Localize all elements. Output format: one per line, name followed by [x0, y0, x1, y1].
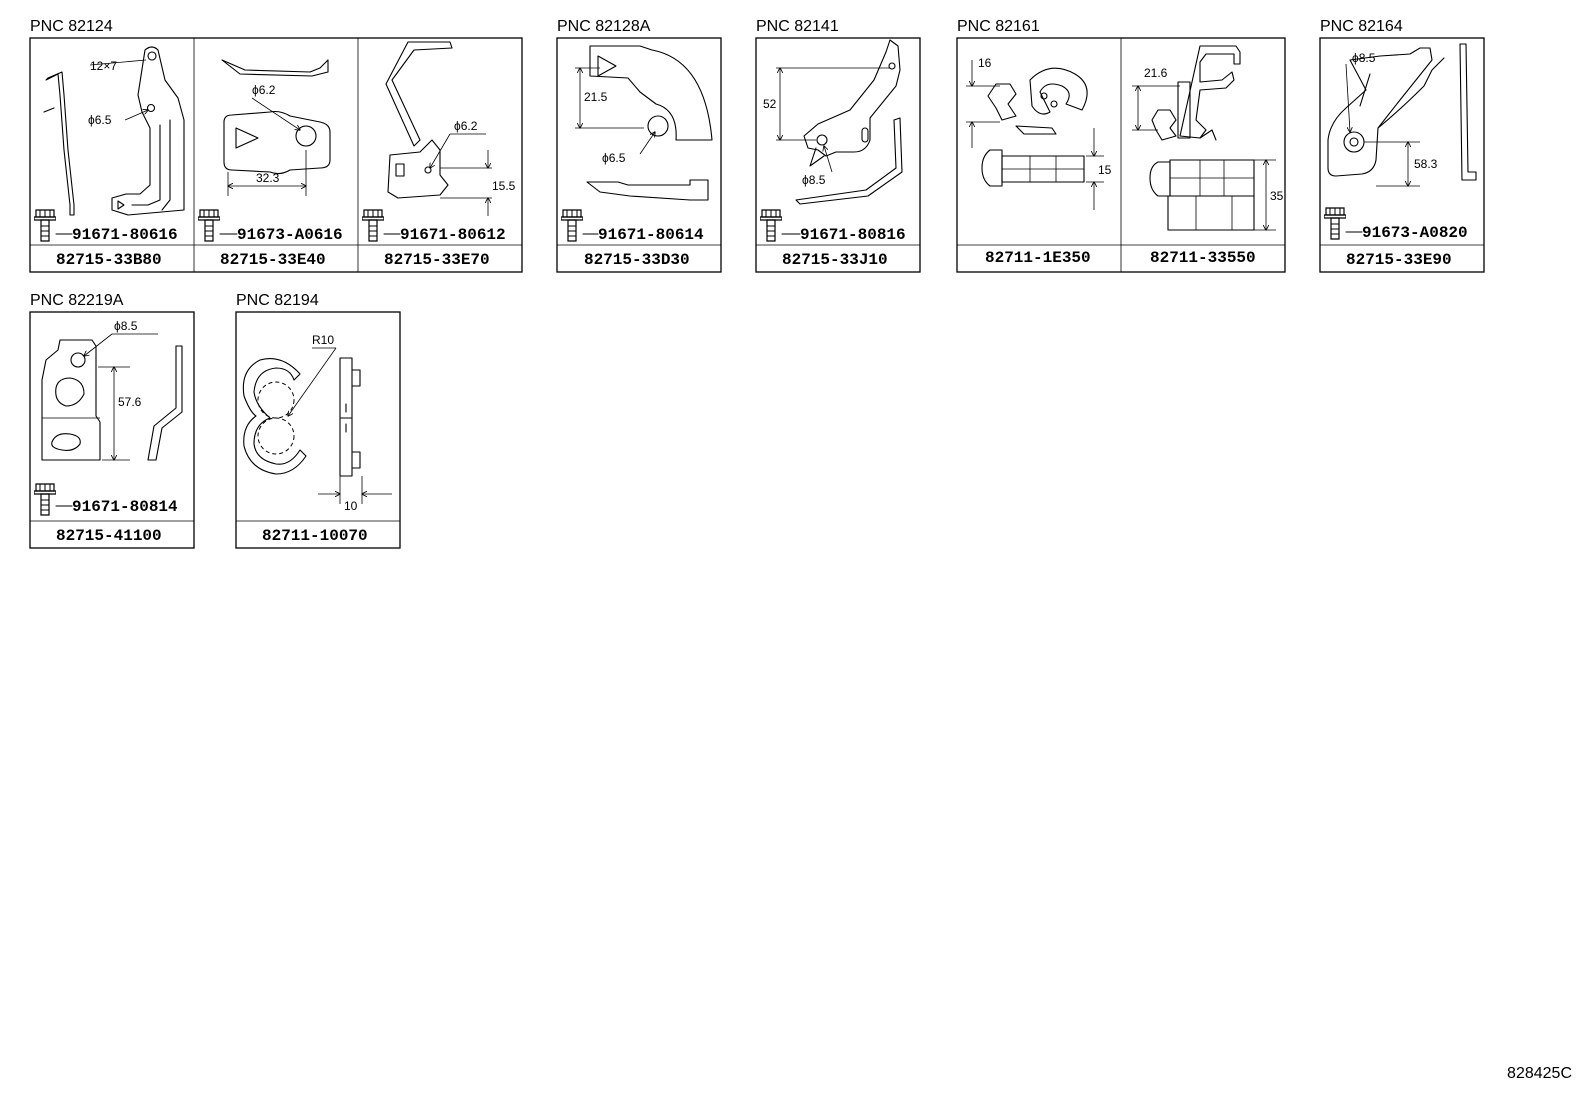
bolt-icon [362, 209, 384, 242]
dim-label: R10 [312, 333, 334, 347]
group-frame [1319, 37, 1485, 273]
dim-label: ϕ8.5 [1352, 51, 1376, 65]
bracket-drawing [575, 45, 713, 201]
clamp-drawing [242, 357, 392, 504]
dim-leader [430, 133, 451, 168]
pnc-label: PNC 82219A [30, 292, 124, 309]
dim-label: 16 [978, 56, 992, 70]
group-frame [755, 37, 921, 273]
dim-label: ϕ6.5 [88, 113, 112, 127]
bolt-part-number: 91671-80816 [800, 226, 906, 244]
dim-leader [84, 333, 113, 356]
group-82124: PNC 82124 12×7 ϕ6.5 91671-80616 82715-33… [29, 18, 523, 273]
dim-label: 12×7 [90, 59, 117, 73]
pnc-label: PNC 82141 [756, 18, 839, 35]
bolt-part-number: 91671-80612 [400, 226, 506, 244]
pnc-label: PNC 82128A [557, 18, 651, 35]
bolt-part-number: 91671-80616 [72, 226, 178, 244]
bolt-icon [198, 209, 220, 242]
bracket-drawing [385, 41, 492, 216]
part-number: 82715-33E40 [220, 251, 326, 269]
dim-label: 32.3 [256, 171, 280, 185]
dim-leader [89, 59, 147, 66]
bolt-part-number: 91673-A0820 [1362, 224, 1468, 242]
pnc-label: PNC 82124 [30, 18, 113, 35]
dim-leader [124, 110, 148, 121]
dim-label: ϕ6.2 [252, 83, 276, 97]
part-number: 82711-33550 [1150, 249, 1256, 267]
pnc-label: PNC 82161 [957, 18, 1040, 35]
pnc-label: PNC 82194 [236, 292, 319, 309]
bolt-part-number: 91671-80814 [72, 498, 178, 516]
dim-label: 57.6 [118, 395, 142, 409]
bracket-drawing [776, 39, 903, 205]
dim-label: 58.3 [1414, 157, 1438, 171]
part-number: 82715-33B80 [56, 251, 162, 269]
part-number: 82715-33J10 [782, 251, 888, 269]
dim-leader [1345, 63, 1350, 132]
part-number: 82715-33E70 [384, 251, 490, 269]
bracket-drawing [221, 59, 331, 196]
group-82194: PNC 82194 R10 10 82711-10070 [235, 292, 401, 549]
group-82141: PNC 82141 52 ϕ8.5 91671-80816 82715-33J1… [755, 18, 921, 273]
part-number: 82715-33E90 [1346, 251, 1452, 269]
group-frame [29, 37, 523, 273]
part-number: 82711-1E350 [985, 249, 1091, 267]
dim-label: 15.5 [492, 179, 516, 193]
group-82161: PNC 82161 16 15 82711-1E350 [956, 18, 1286, 273]
dim-label: 52 [763, 97, 777, 111]
dim-label: 15 [1098, 163, 1112, 177]
dim-leader [251, 97, 300, 130]
bracket-drawing [43, 46, 185, 216]
diagram-code: 828425C [1507, 1065, 1572, 1082]
dim-leader [639, 132, 655, 155]
group-82219a: PNC 82219A ϕ8.5 57.6 91671-80814 82715-4… [29, 292, 195, 549]
dim-label: ϕ6.2 [454, 119, 478, 133]
bracket-drawing [41, 339, 183, 460]
dim-label: ϕ8.5 [114, 319, 138, 333]
part-number: 82715-41100 [56, 527, 162, 545]
bracket-drawing [1327, 43, 1477, 186]
bolt-icon [34, 209, 56, 242]
bolt-icon [561, 209, 583, 242]
dim-label: 21.5 [584, 90, 608, 104]
bolt-part-number: 91673-A0616 [237, 226, 343, 244]
dim-label: ϕ6.5 [602, 151, 626, 165]
bolt-part-number: 91671-80614 [598, 226, 704, 244]
group-frame [556, 37, 722, 273]
dim-leader [288, 347, 337, 416]
bolt-icon [1324, 207, 1346, 240]
dim-label: 10 [344, 499, 358, 513]
dim-label: ϕ8.5 [802, 173, 826, 187]
clip-drawing [966, 60, 1104, 210]
pnc-label: PNC 82164 [1320, 18, 1403, 35]
part-number: 82715-33D30 [584, 251, 690, 269]
group-frame [29, 311, 195, 549]
group-82128a: PNC 82128A 21.5 ϕ6.5 91671-80614 82715-3… [556, 18, 722, 273]
group-frame [235, 311, 401, 549]
dim-label: 35 [1270, 189, 1284, 203]
group-82164: PNC 82164 ϕ8.5 58.3 91673-A0820 82715-33… [1319, 18, 1485, 273]
clip-drawing [1132, 45, 1276, 230]
part-number: 82711-10070 [262, 527, 368, 545]
dim-label: 21.6 [1144, 66, 1168, 80]
bolt-icon [760, 209, 782, 242]
bolt-icon [34, 483, 56, 516]
dim-leader [824, 146, 833, 173]
